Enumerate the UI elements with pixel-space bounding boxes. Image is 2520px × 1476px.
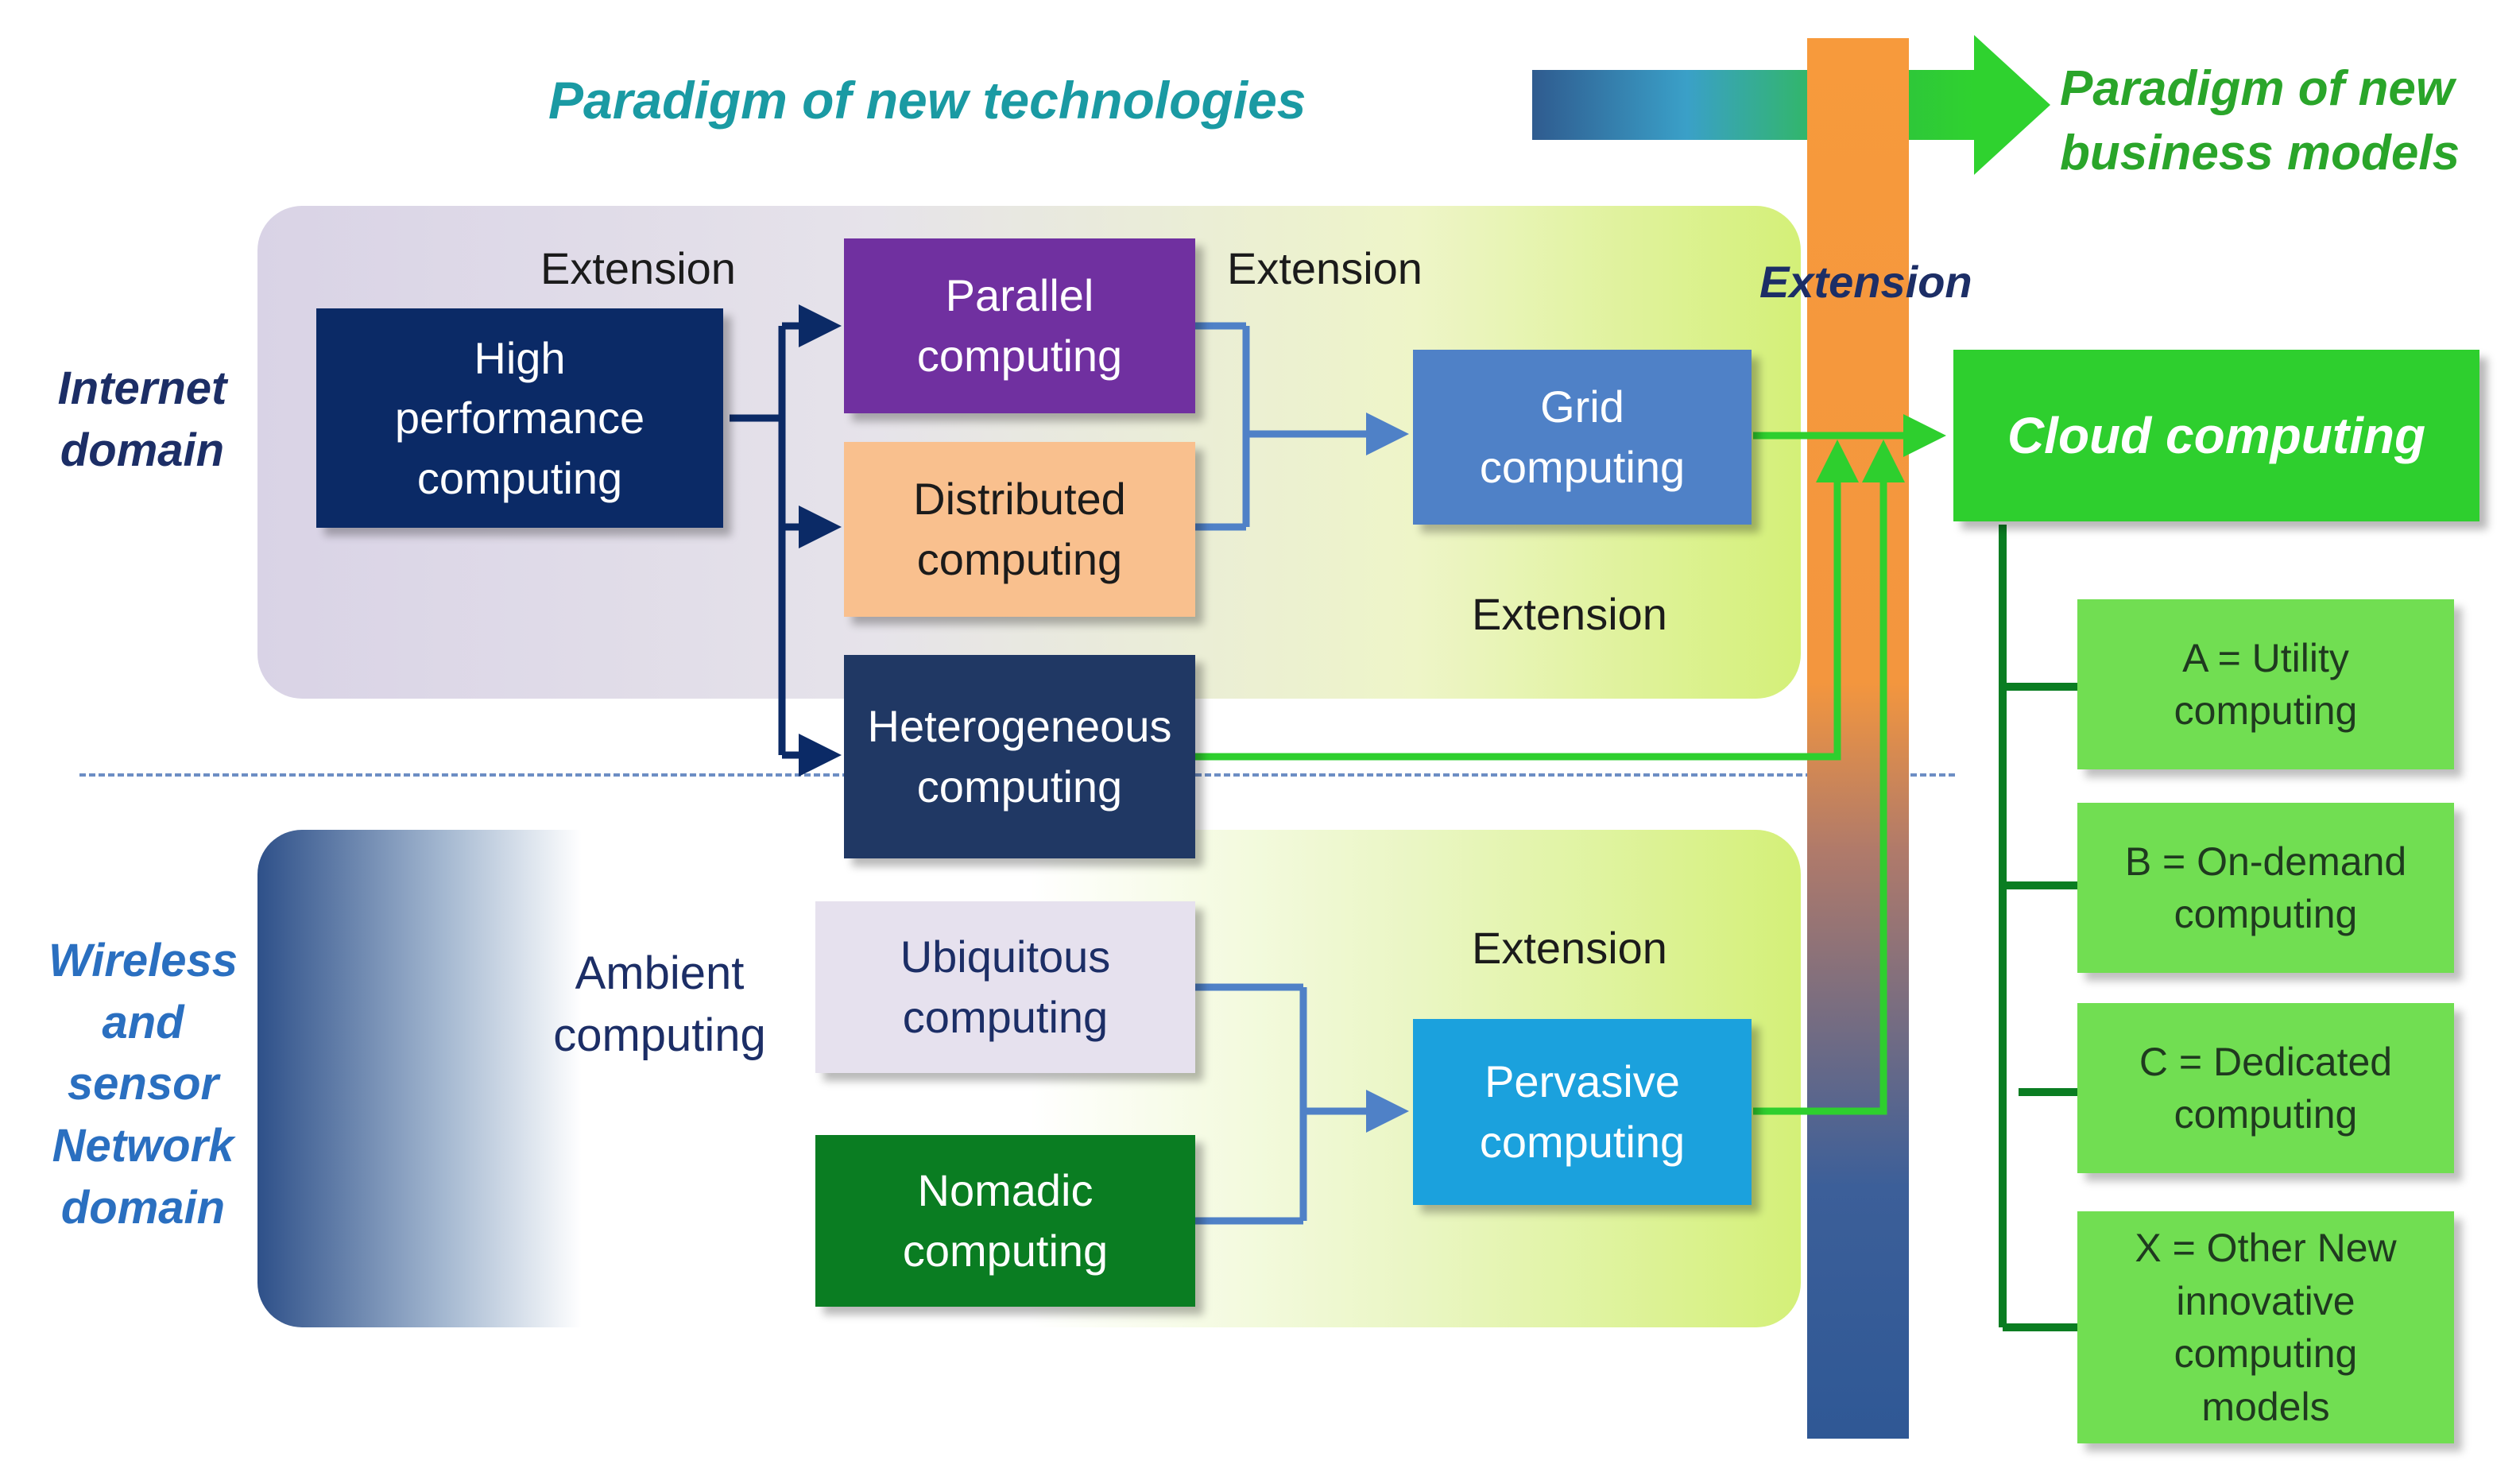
extension-label-parallel: Extension <box>1227 243 1423 293</box>
model-on-demand-line1: B = On-demand <box>2124 839 2407 884</box>
hpc-branch-connector <box>730 304 842 777</box>
node-parallel-computing: Parallel computing <box>844 238 1195 413</box>
hpc-line1: High <box>474 332 566 383</box>
wireless-domain-line2: and <box>102 996 184 1048</box>
new-business-heading-line1: Paradigm of new <box>2060 61 2455 116</box>
node-ubiquitous-computing: Ubiquitous computing <box>815 901 1195 1073</box>
grid-line1: Grid <box>1540 382 1624 432</box>
model-other-line1: X = Other New <box>2135 1226 2397 1270</box>
extension-label-hpc: Extension <box>540 243 736 293</box>
new-business-heading-line2: business models <box>2060 125 2460 180</box>
grid-line2: computing <box>1479 442 1686 492</box>
cloud-model-on-demand: B = On-demand computing <box>2077 803 2454 973</box>
new-technologies-heading: Paradigm of new technologies <box>548 71 1306 130</box>
pervasive-line1: Pervasive <box>1485 1056 1680 1107</box>
extension-label-pervasive: Extension <box>1472 923 1667 973</box>
parallel-distributed-to-grid-connector <box>1195 322 1409 531</box>
ambient-line1: Ambient <box>575 947 745 999</box>
cloud-model-other: X = Other New innovative computing model… <box>2077 1211 2454 1443</box>
node-cloud-computing: Cloud computing <box>1953 350 2479 521</box>
wireless-domain-line5: domain <box>60 1181 226 1234</box>
nomadic-line2: computing <box>902 1226 1109 1276</box>
extension-vertical-bar <box>1807 38 1909 1439</box>
heterogeneous-line2: computing <box>916 761 1123 812</box>
model-other-line4: models <box>2201 1384 2330 1429</box>
node-high-performance-computing: High performance computing <box>316 308 723 528</box>
node-grid-computing: Grid computing <box>1413 350 1752 525</box>
model-other-line2: innovative <box>2176 1278 2355 1323</box>
extension-label-vertical: Extension <box>1759 257 1972 307</box>
cloud-model-dedicated: C = Dedicated computing <box>2077 1003 2454 1173</box>
ambient-line2: computing <box>553 1009 766 1062</box>
internet-domain-line1: Internet <box>57 362 227 414</box>
ubiquitous-nomadic-to-pervasive-connector <box>1195 983 1409 1225</box>
wireless-domain-label: Wireless and sensor Network domain <box>24 930 262 1239</box>
cloud-models-tree <box>1999 525 2077 1331</box>
hpc-line2: performance <box>394 393 645 444</box>
new-business-heading: Paradigm of new business models <box>2060 57 2460 185</box>
parallel-line1: Parallel <box>945 270 1094 321</box>
internet-domain-line2: domain <box>60 424 225 476</box>
hpc-line3: computing <box>416 452 623 503</box>
node-nomadic-computing: Nomadic computing <box>815 1135 1195 1307</box>
wireless-domain-line4: Network <box>52 1120 234 1172</box>
distributed-line2: computing <box>916 534 1123 584</box>
parallel-line2: computing <box>916 331 1123 381</box>
model-dedicated-line2: computing <box>2174 1092 2358 1137</box>
ubiquitous-line1: Ubiquitous <box>900 932 1111 982</box>
wireless-domain-line3: sensor <box>67 1058 219 1110</box>
internet-domain-label: Internet domain <box>35 358 250 481</box>
extension-label-grid: Extension <box>1472 589 1667 639</box>
ubiquitous-line2: computing <box>902 992 1109 1042</box>
node-distributed-computing: Distributed computing <box>844 442 1195 617</box>
business-paradigm-arrow-head <box>1974 35 2050 175</box>
nomadic-line1: Nomadic <box>917 1165 1094 1216</box>
cloud-model-utility: A = Utility computing <box>2077 599 2454 769</box>
node-ambient-computing: Ambient computing <box>525 943 795 1067</box>
heterogeneous-line1: Heterogeneous <box>867 701 1172 752</box>
model-on-demand-line2: computing <box>2174 892 2358 936</box>
model-dedicated-line1: C = Dedicated <box>2139 1039 2393 1084</box>
model-utility-line2: computing <box>2174 688 2358 733</box>
wireless-domain-line1: Wireless <box>48 935 238 986</box>
node-heterogeneous-computing: Heterogeneous computing <box>844 655 1195 858</box>
model-utility-line1: A = Utility <box>2182 635 2349 680</box>
to-cloud-connectors <box>1195 414 1946 1115</box>
node-pervasive-computing: Pervasive computing <box>1413 1019 1752 1205</box>
model-other-line3: computing <box>2174 1331 2358 1376</box>
distributed-line1: Distributed <box>913 474 1126 525</box>
pervasive-line2: computing <box>1479 1117 1686 1167</box>
